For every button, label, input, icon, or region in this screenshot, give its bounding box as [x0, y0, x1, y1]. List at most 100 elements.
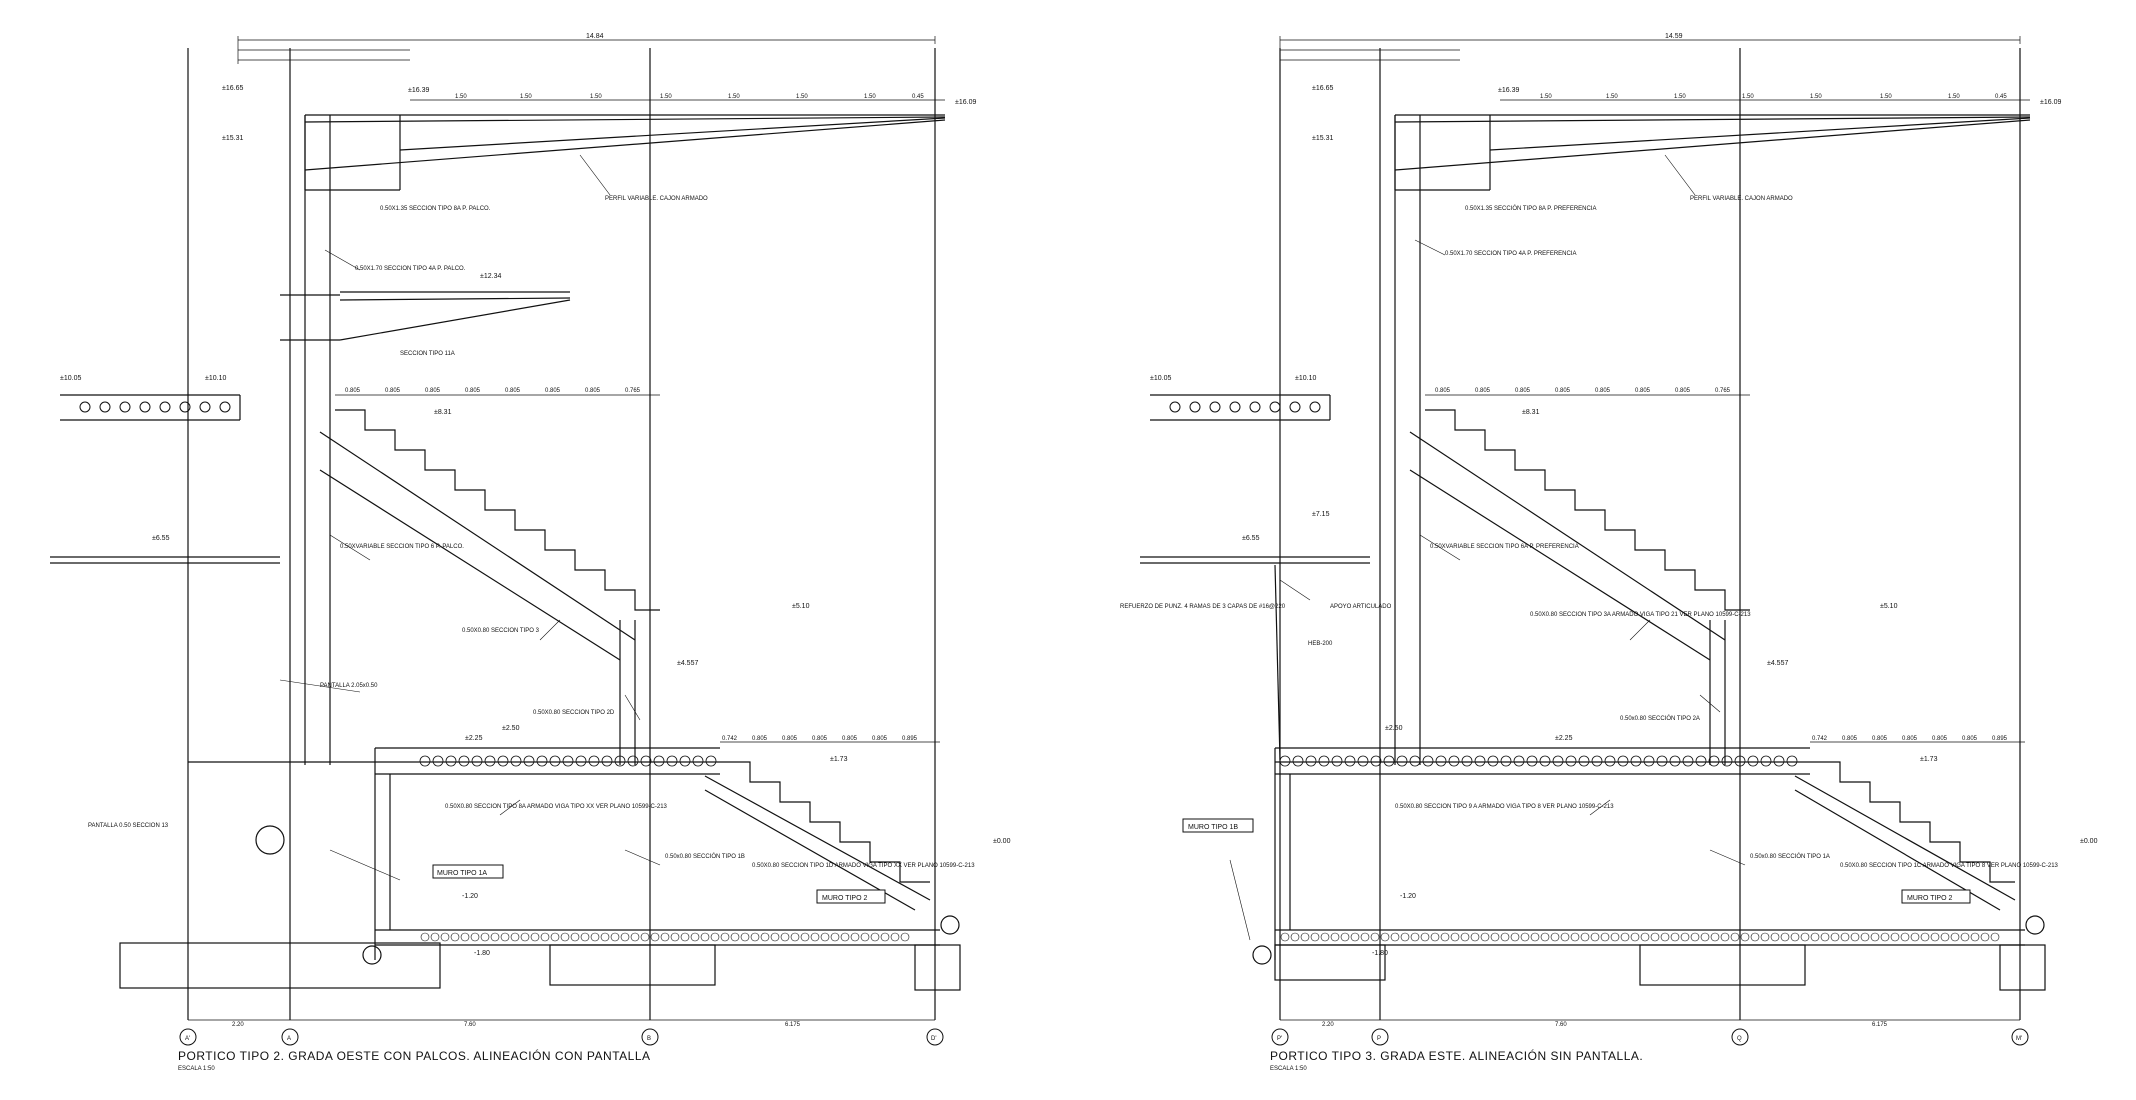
elevation-label: ±6.55 [1242, 535, 1260, 542]
hollow-core-void [1591, 755, 1603, 767]
axis-label: B [647, 1036, 651, 1042]
footing-void [610, 932, 620, 942]
footing-void [1360, 932, 1370, 942]
footing-void [1930, 932, 1940, 942]
footing-void [880, 932, 890, 942]
elevation-label: ±1.73 [830, 756, 848, 763]
label-apoyo: APOYO ARTICULADO [1330, 604, 1392, 610]
svg-text:MURO TIPO 1B: MURO TIPO 1B [1188, 824, 1238, 831]
lower-stair [1794, 761, 2016, 911]
elevation-label: ±7.15 [1312, 511, 1330, 518]
hollow-core-void [666, 755, 678, 767]
hollow-core-void [471, 755, 483, 767]
elevation-label: ±10.10 [1295, 375, 1316, 382]
roof-dim: 1.50 [660, 94, 672, 100]
footing-void [620, 932, 630, 942]
elevation-label: ±8.31 [1522, 409, 1540, 416]
elevation-label: ±4.557 [677, 660, 698, 667]
columns [304, 115, 636, 765]
footing-void [1330, 932, 1340, 942]
elevation-label: ±2.50 [502, 725, 520, 732]
hollow-core-void [1474, 755, 1486, 767]
hollow-core-void [1708, 755, 1720, 767]
hollow-core-void [1695, 755, 1707, 767]
upper-stair [319, 409, 660, 661]
stair-dim: 0.805 [1515, 388, 1531, 394]
hollow-core-void [1318, 755, 1330, 767]
lower-dim: 0.805 [1902, 736, 1918, 742]
elevation-label: ±2.50 [1385, 725, 1403, 732]
muro-tipo-1b: MURO TIPO 1B [1182, 818, 1254, 833]
stair-dim: 0.805 [1675, 388, 1691, 394]
stair-dim: 0.805 [1475, 388, 1491, 394]
portico-tipo-2: 14.84 A' A B D' 2.20 7.60 6.175 [50, 33, 1011, 1072]
footing-void [1980, 932, 1990, 942]
hollow-core-void [510, 755, 522, 767]
roof-dim: 1.50 [590, 94, 602, 100]
footing-void [1770, 932, 1780, 942]
footing-void [1900, 932, 1910, 942]
muro-tipo-2: MURO TIPO 2 [816, 889, 886, 904]
label-s6: 0.50XVARIABLE SECCION TIPO 6 P. PALCO. [340, 544, 464, 550]
label-s11a: SECCION TIPO 11A [400, 351, 455, 357]
footing-void [550, 932, 560, 942]
lower-dim: 0.895 [902, 736, 918, 742]
stair-dim: 0.805 [585, 388, 601, 394]
hollow-core-void [1487, 755, 1499, 767]
elevation-label: ±8.31 [434, 409, 452, 416]
elevation-label: -1.80 [474, 950, 490, 957]
lower-dim: 0.805 [782, 736, 798, 742]
roof-dim: 1.50 [1540, 94, 1552, 100]
hollow-core-void [1344, 755, 1356, 767]
stair-dim: 0.805 [505, 388, 521, 394]
footing-void [1840, 932, 1850, 942]
footing-void [1710, 932, 1720, 942]
stair-dims: 0.805 0.805 0.805 0.805 0.805 0.805 0.80… [335, 388, 660, 396]
footing-void [650, 932, 660, 942]
svg-text:MURO TIPO 1A: MURO TIPO 1A [437, 870, 487, 877]
muro-tipo-1a: MURO TIPO 1A [432, 864, 504, 879]
label-perfil: PERFIL VARIABLE. CAJON ARMADO [605, 196, 708, 202]
footing-void [1990, 932, 2000, 942]
hollow-core-void [1786, 755, 1798, 767]
label-s1c: 0.50X0.80 SECCION TIPO 1C ARMADO VIGA TI… [1840, 863, 2059, 869]
hollow-core-void [1292, 755, 1304, 767]
bottom-dim: 6.175 [785, 1022, 801, 1028]
elevation-label: ±16.39 [408, 87, 429, 94]
hollow-core-void [1552, 755, 1564, 767]
elevations: ±16.65 ±16.39 ±15.31 ±16.09 ±10.05 ±10.1… [1150, 85, 2098, 957]
label-pantalla050: PANTALLA 0.50 SECCION 13 [88, 823, 169, 829]
lower-dim: 0.805 [1872, 736, 1888, 742]
hollow-core-void [1630, 755, 1642, 767]
footing-void [1960, 932, 1970, 942]
footing-void [720, 932, 730, 942]
ground-slab [1274, 747, 2025, 960]
footing-void [630, 932, 640, 942]
hollow-core-void [1357, 755, 1369, 767]
footing-void [540, 932, 550, 942]
roof-dim: 1.50 [520, 94, 532, 100]
hollow-core-void [1565, 755, 1577, 767]
hollow-core-void [1448, 755, 1460, 767]
axis-bubbles: P' P Q M' [1271, 1028, 2029, 1046]
hollow-core-void [1526, 755, 1538, 767]
elevation-label: -1.80 [1372, 950, 1388, 957]
elevation-label: ±10.05 [1150, 375, 1171, 382]
footing-void [1500, 932, 1510, 942]
footing-void [730, 932, 740, 942]
lower-dim: 0.742 [1812, 736, 1828, 742]
elevation-label: ±10.10 [205, 375, 226, 382]
roof-dim: 1.50 [1880, 94, 1892, 100]
footing-void [520, 932, 530, 942]
roof-top-dims: 1.50 1.50 1.50 1.50 1.50 1.50 1.50 0.45 [410, 94, 945, 101]
columns [1394, 115, 1726, 765]
footing-void [1280, 932, 1290, 942]
footing-void [1680, 932, 1690, 942]
elevation-label: ±2.25 [465, 735, 483, 742]
footing-void [1660, 932, 1670, 942]
footing-void [1610, 932, 1620, 942]
label-s4a: 0.50X1.70 SECCION TIPO 4A P. PREFERENCIA [1445, 251, 1577, 257]
label-s1b: 0.50x0.80 SECCIÓN TIPO 1B [665, 853, 745, 860]
hollow-core-ground [419, 755, 910, 942]
hollow-core-void [1370, 755, 1382, 767]
